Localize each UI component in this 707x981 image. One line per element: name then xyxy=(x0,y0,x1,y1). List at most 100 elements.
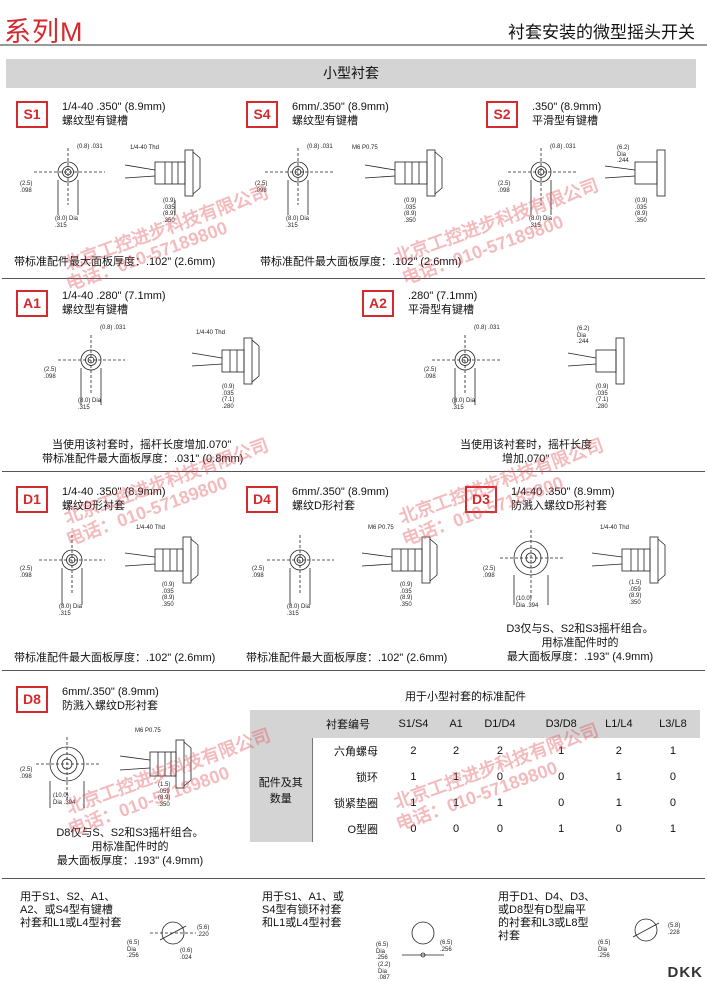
bushing-type: 平滑型有键槽 xyxy=(532,115,598,127)
note-d4: 带标准配件最大面板厚度：.102" (2.6mm) xyxy=(246,652,448,664)
dim-length: (0.9) .035 (8.9) .350 xyxy=(404,198,417,224)
dim-length: (1.5) .059 (8.9) .350 xyxy=(158,782,171,808)
dim-2-5: (2.5) .098 xyxy=(255,181,268,194)
note-a1-1: 当使用该衬套时，摇杆长度增加.070" xyxy=(52,439,232,451)
s2-side-view xyxy=(604,149,666,197)
table-cell: 0 xyxy=(669,771,676,783)
thread-label: 1/4-40 Thd xyxy=(136,525,165,531)
dim-dia-large: (10.0) Dia .394 xyxy=(516,596,539,609)
thread-label: 1/4-40 Thd xyxy=(600,525,629,531)
note-d3-2: 用标准配件时的 xyxy=(541,637,619,649)
footer-line: 衬套 xyxy=(498,930,520,942)
code-badge: D3 xyxy=(465,486,497,513)
bushing-spec: 6mm/.350" (8.9mm) xyxy=(62,686,159,698)
d8-front-view xyxy=(36,737,100,808)
dim-washer-dia: (6.5) Dia .256 xyxy=(127,940,140,959)
bushing-type: 螺纹型有键槽 xyxy=(62,304,128,316)
footer-line: 用于S1、S2、A1、 xyxy=(20,891,116,903)
dim-length: (1.5) .059 (8.9) .350 xyxy=(629,580,642,606)
table-cell: 2 xyxy=(496,745,503,757)
note-a2-1: 当使用该衬套时，摇杆长度 xyxy=(460,439,592,451)
bushing-spec: 1/4-40 .350" (8.9mm) xyxy=(62,101,166,113)
footer-line: 衬套和L1或L4型衬套 xyxy=(20,917,122,929)
dim-key: (0.8) .031 xyxy=(550,144,576,150)
table-group-label: 配件及其 数量 xyxy=(250,738,312,842)
dim-2-5: (2.5) .098 xyxy=(483,566,496,579)
note-d8-2: 用标准配件时的 xyxy=(91,841,169,853)
table-cell: 0 xyxy=(453,823,460,835)
table-cell: 1 xyxy=(453,771,460,783)
note-d3-3: 最大面板厚度：.193" (4.9mm) xyxy=(506,651,654,663)
footer-line: 或D8型有D型扁平 xyxy=(498,904,587,916)
table-cell: 0 xyxy=(615,823,622,835)
bushing-type: 螺纹D形衬套 xyxy=(62,500,125,512)
table-cell: 1 xyxy=(453,797,460,809)
dim-dia: (8.0) Dia .315 xyxy=(286,216,310,229)
table-cell: 2 xyxy=(453,745,460,757)
dim-2-5: (2.5) .098 xyxy=(20,566,33,579)
bushing-spec: 1/4-40 .350" (8.9mm) xyxy=(511,486,615,498)
code-badge: A1 xyxy=(16,290,48,317)
thread-label: 1/4-40 Thd xyxy=(196,330,225,336)
dim-length: (0.9) .035 (8.9) .350 xyxy=(400,582,413,608)
bushing-spec: 6mm/.350" (8.9mm) xyxy=(292,486,389,498)
bushing-type: 螺纹型有键槽 xyxy=(292,115,358,127)
note-s1: 带标准配件最大面板厚度：.102" (2.6mm) xyxy=(14,256,216,268)
a1-front-view xyxy=(58,335,125,405)
dim-dia-smooth: (6.2) Dia .244 xyxy=(577,326,590,345)
table-cell: 1 xyxy=(615,771,622,783)
footer-line: 和L1或L4型衬套 xyxy=(262,917,342,929)
bushing-spec: .280" (7.1mm) xyxy=(408,290,478,302)
dim-2-5: (2.5) .098 xyxy=(20,767,33,780)
page-title: 衬套安装的微型摇头开关 xyxy=(508,23,695,42)
note-s4: 带标准配件最大面板厚度：.102" (2.6mm) xyxy=(260,256,462,268)
d8-side-view xyxy=(119,739,192,789)
dim-dia-large: (10.0) Dia .394 xyxy=(53,793,76,806)
dim-dia: (8.0) Dia .315 xyxy=(55,216,79,229)
footer-line: A2、或S4型有键槽 xyxy=(20,904,113,916)
code-badge: S2 xyxy=(486,101,518,128)
code-badge: D1 xyxy=(16,486,48,513)
table-cell: 0 xyxy=(669,797,676,809)
dim-washer-hole: (2.2) Dia .087 xyxy=(378,962,391,981)
dim-dia: (8.0) Dia .315 xyxy=(59,604,83,617)
dim-length: (0.9) .035 (7.1) .280 xyxy=(222,384,235,410)
table-row: 锁环 1 1 0 0 1 0 xyxy=(250,764,700,790)
table-title: 用于小型衬套的标准配件 xyxy=(405,691,526,703)
footer-line: S4型有锁环衬套 xyxy=(262,904,342,916)
dim-length: (0.9) .035 (7.1) .280 xyxy=(596,384,609,410)
header-divider xyxy=(0,44,707,46)
dim-2-5: (2.5) .098 xyxy=(44,367,57,380)
row-label: 六角螺母 xyxy=(311,738,384,764)
table-cell: 0 xyxy=(410,823,417,835)
dim-washer-dia: (6.5) Dia .256 xyxy=(376,942,389,961)
thread-label: M6 P0.75 xyxy=(368,525,394,531)
dim-washer-flat: (6.5) .256 xyxy=(440,940,453,953)
brand-logo: DKK xyxy=(667,964,703,981)
section-title: 小型衬套 xyxy=(6,59,696,88)
code-badge: S4 xyxy=(246,101,278,128)
table-header-cell: D3/D8 xyxy=(530,710,592,738)
s2-front-view xyxy=(508,148,578,215)
divider xyxy=(2,278,705,279)
table-header-cell: 衬套编号 xyxy=(312,710,384,738)
footer-line: 用于S1、A1、或 xyxy=(262,891,344,903)
note-a2-2: 增加.070" xyxy=(502,453,550,465)
table-cell: 1 xyxy=(615,797,622,809)
s1-side-view xyxy=(124,149,201,215)
table-row: 锁紧垫圈 1 1 1 0 1 0 xyxy=(250,790,700,816)
d4-side-view xyxy=(361,536,438,584)
code-badge: D8 xyxy=(16,686,48,713)
table-cell: 1 xyxy=(410,771,417,783)
washer-2 xyxy=(402,921,444,958)
table-row: 配件及其 数量 六角螺母 2 2 2 1 2 1 xyxy=(250,738,700,842)
footer-col1: 用于S1、S2、A1、 A2、或S4型有键槽 衬套和L1或L4型衬套 xyxy=(20,891,121,930)
dim-washer-dia: (6.5) Dia .256 xyxy=(598,940,611,959)
a2-side-view xyxy=(567,337,625,385)
note-d8-3: 最大面板厚度：.193" (4.9mm) xyxy=(56,855,204,867)
s4-side-view xyxy=(364,149,443,197)
table-cell: 1 xyxy=(669,745,676,757)
dim-key: (0.8) .031 xyxy=(77,144,103,150)
table-cell: 1 xyxy=(669,823,676,835)
